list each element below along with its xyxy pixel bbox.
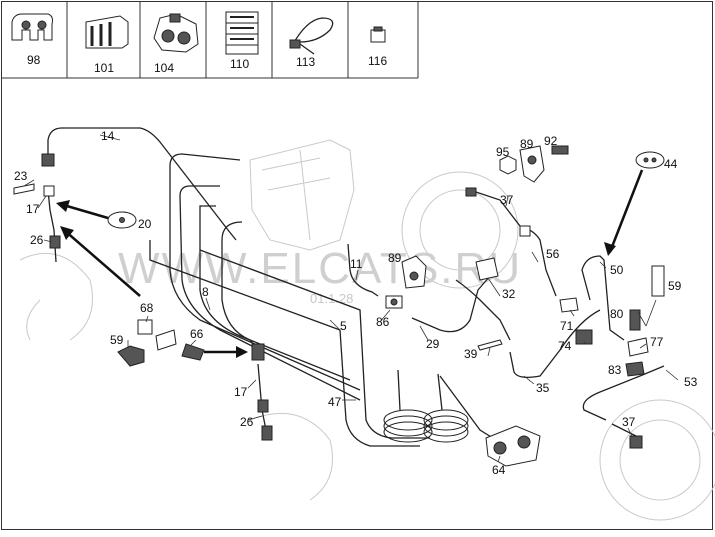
part-number-98: 98 — [27, 53, 41, 67]
callout-35: 35 — [536, 381, 550, 395]
callout-50: 50 — [610, 263, 624, 277]
triple-clip-icon — [85, 15, 129, 49]
watermark-text: WWW.ELCATS.RU — [118, 244, 522, 293]
callout-17: 17 — [26, 202, 40, 216]
part-number-110: 110 — [230, 57, 249, 71]
small-clip-icon — [370, 26, 386, 43]
callout-26: 26 — [30, 233, 44, 247]
callout-26-lower: 26 — [240, 415, 254, 429]
callout-37-lower: 37 — [622, 415, 636, 429]
callout-71: 71 — [560, 319, 574, 333]
part-number-101: 101 — [94, 61, 114, 75]
callout-5: 5 — [340, 319, 347, 333]
callout-89-top: 89 — [520, 137, 534, 151]
callout-44: 44 — [664, 157, 678, 171]
callout-17-lower: 17 — [234, 385, 248, 399]
components — [13, 145, 665, 467]
callout-32: 32 — [502, 287, 516, 301]
callout-92: 92 — [544, 134, 558, 148]
callout-47: 47 — [328, 395, 342, 409]
pointer-arrows — [56, 169, 644, 358]
parts-header-row: 98 101 104 110 113 — [1, 1, 419, 79]
leader-lines — [23, 134, 679, 463]
callout-39: 39 — [464, 347, 478, 361]
clamp-block-icon — [11, 13, 53, 41]
callout-74: 74 — [558, 339, 572, 353]
callout-77: 77 — [650, 335, 664, 349]
callout-80: 80 — [610, 307, 624, 321]
callout-53: 53 — [684, 375, 698, 389]
callout-23: 23 — [14, 169, 28, 183]
part-number-116: 116 — [368, 54, 387, 68]
callout-89: 89 — [388, 251, 402, 265]
callout-20: 20 — [138, 217, 152, 231]
callout-56: 56 — [546, 247, 560, 261]
cable-tie-icon — [289, 17, 334, 55]
callout-95: 95 — [496, 145, 510, 159]
background-outline — [19, 139, 715, 521]
callout-59: 59 — [110, 333, 124, 347]
callout-83: 83 — [608, 363, 622, 377]
callout-29: 29 — [426, 337, 440, 351]
callout-8: 8 — [202, 285, 209, 299]
callout-66: 66 — [190, 327, 204, 341]
callout-68: 68 — [140, 301, 154, 315]
part-number-104: 104 — [154, 61, 174, 75]
callout-64: 64 — [492, 463, 506, 477]
part-number-113: 113 — [296, 55, 315, 69]
callout-11: 11 — [350, 257, 363, 271]
callout-59-right: 59 — [668, 279, 682, 293]
stacked-clip-icon — [225, 11, 259, 55]
callout-37: 37 — [500, 193, 514, 207]
callout-86: 86 — [376, 315, 390, 329]
callout-14: 14 — [101, 129, 115, 143]
pipe-holder-icon — [153, 13, 199, 53]
callout-numbers: 14 23 17 20 26 8 68 59 66 17 26 5 47 11 … — [14, 129, 698, 477]
